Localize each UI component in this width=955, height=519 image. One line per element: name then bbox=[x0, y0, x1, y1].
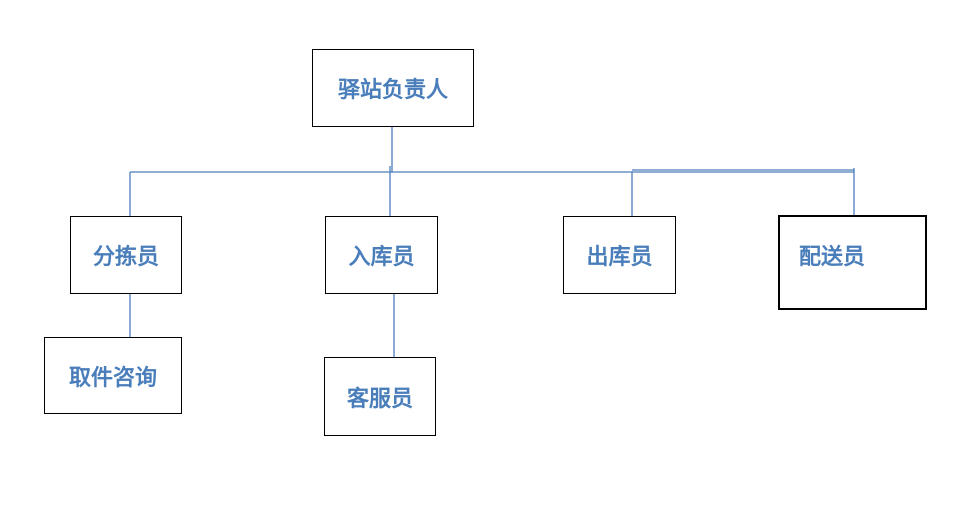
node-sorter: 分拣员 bbox=[70, 216, 182, 294]
node-inbound-clerk: 入库员 bbox=[325, 216, 438, 294]
root-node-label: 驿站负责人 bbox=[337, 77, 448, 103]
node-inbound-clerk-label: 入库员 bbox=[348, 244, 415, 270]
node-delivery-clerk-label: 配送员 bbox=[799, 244, 866, 270]
node-pickup-inquiry: 取件咨询 bbox=[44, 337, 182, 414]
node-customer-service-label: 客服员 bbox=[346, 385, 413, 412]
node-sorter-label: 分拣员 bbox=[92, 244, 159, 270]
node-outbound-clerk-label: 出库员 bbox=[586, 244, 653, 270]
node-customer-service: 客服员 bbox=[324, 357, 436, 436]
node-delivery-clerk: 配送员 bbox=[778, 215, 927, 310]
node-outbound-clerk: 出库员 bbox=[563, 216, 676, 294]
root-node-station-manager: 驿站负责人 bbox=[312, 49, 474, 127]
node-pickup-inquiry-label: 取件咨询 bbox=[68, 364, 157, 391]
